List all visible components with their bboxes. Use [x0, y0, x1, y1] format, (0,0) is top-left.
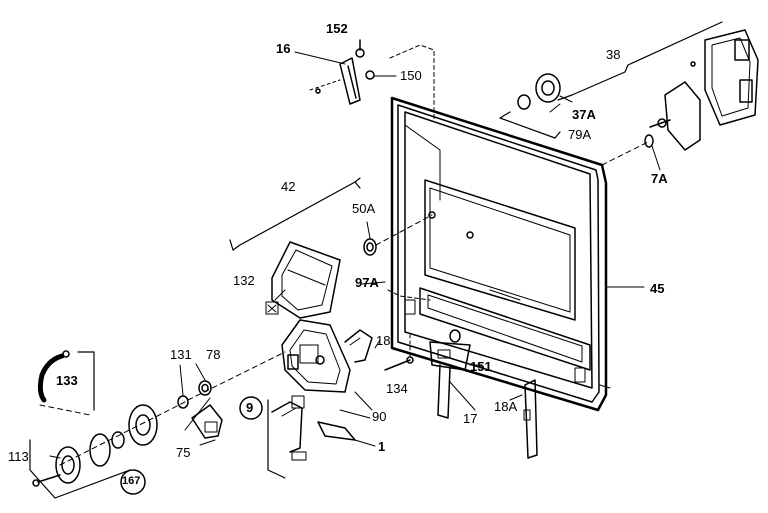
door-panel-part-45 [390, 96, 611, 412]
hinge-bracket-part-16 [294, 39, 397, 105]
callout-17: 17 [463, 411, 478, 426]
callout-78: 78 [206, 347, 221, 362]
latch-housing-part-38 [649, 29, 759, 151]
label-167-ring [120, 469, 146, 495]
callout-167: 167 [122, 475, 141, 487]
callout-75: 75 [176, 445, 191, 460]
callout-150: 150 [400, 68, 422, 83]
knob-assembly-part-167 [32, 404, 158, 487]
callout-133: 133 [56, 373, 78, 388]
handle-part-42 [265, 241, 341, 319]
callout-7A: 7A [651, 171, 668, 186]
callout-38: 38 [606, 47, 621, 62]
callout-131: 131 [170, 347, 192, 362]
latch-assembly [281, 319, 351, 393]
roller-part-37A [517, 73, 573, 110]
callout-152: 152 [326, 21, 348, 36]
switch-parts [271, 395, 376, 461]
callout-18: 18 [376, 333, 391, 348]
callout-16: 16 [276, 41, 291, 56]
callout-113: 113 [8, 449, 29, 464]
callout-134: 134 [386, 381, 408, 396]
callout-18A: 18A [494, 399, 518, 414]
callout-9: 9 [246, 400, 254, 415]
callout-151: 151 [470, 359, 492, 374]
callout-45: 45 [650, 281, 665, 296]
spring-part-133 [37, 350, 70, 403]
hinge-arm-part-17 [429, 341, 471, 419]
callout-90: 90 [372, 409, 387, 424]
callout-37A: 37A [572, 107, 596, 122]
callout-97A: 97A [355, 275, 379, 290]
callout-50A: 50A [352, 201, 376, 216]
hinge-arm-part-18A [523, 379, 538, 459]
callout-1: 1 [378, 439, 386, 454]
callout-132: 132 [233, 273, 255, 288]
callout-79A: 79A [568, 127, 592, 142]
callout-42: 42 [281, 179, 296, 194]
label-9-ring [239, 396, 263, 420]
